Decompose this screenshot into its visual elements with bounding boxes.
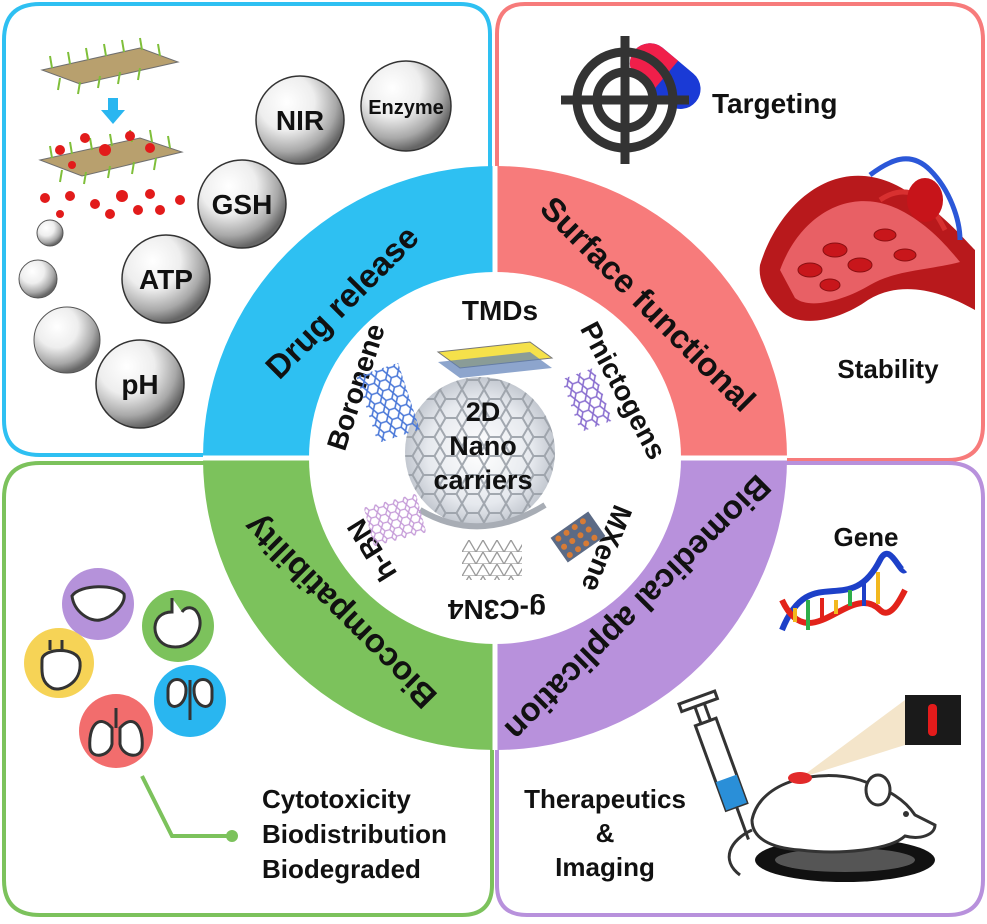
sphere-atp [121,234,211,324]
sphere-small-2 [18,259,58,299]
label-biodistribution: Biodistribution [262,819,447,849]
stimuli-spheres [18,60,452,429]
material-gc3n4: g-C3N4 [448,594,546,625]
label-imaging: Imaging [555,852,655,882]
target-icon [561,36,701,164]
hbn-sheet-icon [363,493,427,547]
center-nanocarrier [405,377,555,530]
stomach-icon [153,598,202,649]
pnictogens-sheet-icon [561,367,613,433]
liver-icon [70,585,126,622]
nanosheet-loading-icon [38,37,185,219]
sphere-ph [95,339,185,429]
biomedical-application-panel [495,461,985,917]
stimulus-enzyme: Enzyme [368,97,444,119]
label-biodegraded: Biodegraded [262,854,421,884]
organ-icons [24,568,226,768]
stimulus-atp: ATP [139,264,193,295]
label-stability: Stability [837,354,939,384]
lungs-icon [88,708,144,757]
label-ampersand: & [596,818,615,848]
sphere-gsh [197,159,287,249]
mxene-sheet-icon [550,511,606,563]
drug-release-panel [2,2,492,457]
center-line2: Nano [449,431,517,461]
imaging-beam-icon [800,695,961,778]
sphere-small-3 [33,306,101,374]
label-targeting: Targeting [712,88,837,119]
syringe-icon [677,689,750,840]
gc3n4-sheet-icon [462,540,522,580]
center-line1: 2D [466,397,501,427]
surface-functional-panel [495,2,985,462]
tmds-sheet-icon [436,341,554,378]
sphere-enzyme [360,60,452,152]
ring-segment-surface-functional [495,166,787,458]
stimulus-nir: NIR [276,105,324,136]
center-line3: carriers [433,465,532,495]
material-tmds: TMDs [462,295,538,326]
ring-segment-biomedical-application [495,458,787,750]
blood-vessel-icon [759,156,975,321]
sphere-small-1 [36,219,64,247]
ring-segment-drug-release [203,166,495,458]
stimulus-ph: pH [121,369,158,400]
label-therapeutics: Therapeutics [524,784,686,814]
label-gene: Gene [833,522,898,552]
sphere-nir [255,75,345,165]
biocompatibility-panel [2,461,494,917]
mouse-icon [727,772,937,882]
label-cytotoxicity: Cytotoxicity [262,784,411,814]
kidney-icon [166,678,214,720]
stimulus-gsh: GSH [212,189,273,220]
connector-line [140,775,232,838]
dna-icon [779,550,908,632]
boronene-sheet-icon [356,362,420,444]
heart-icon [40,640,82,691]
arrow-down-icon [108,98,118,110]
ring-segment-biocompatibility [203,458,495,750]
connector-dot [226,830,238,842]
